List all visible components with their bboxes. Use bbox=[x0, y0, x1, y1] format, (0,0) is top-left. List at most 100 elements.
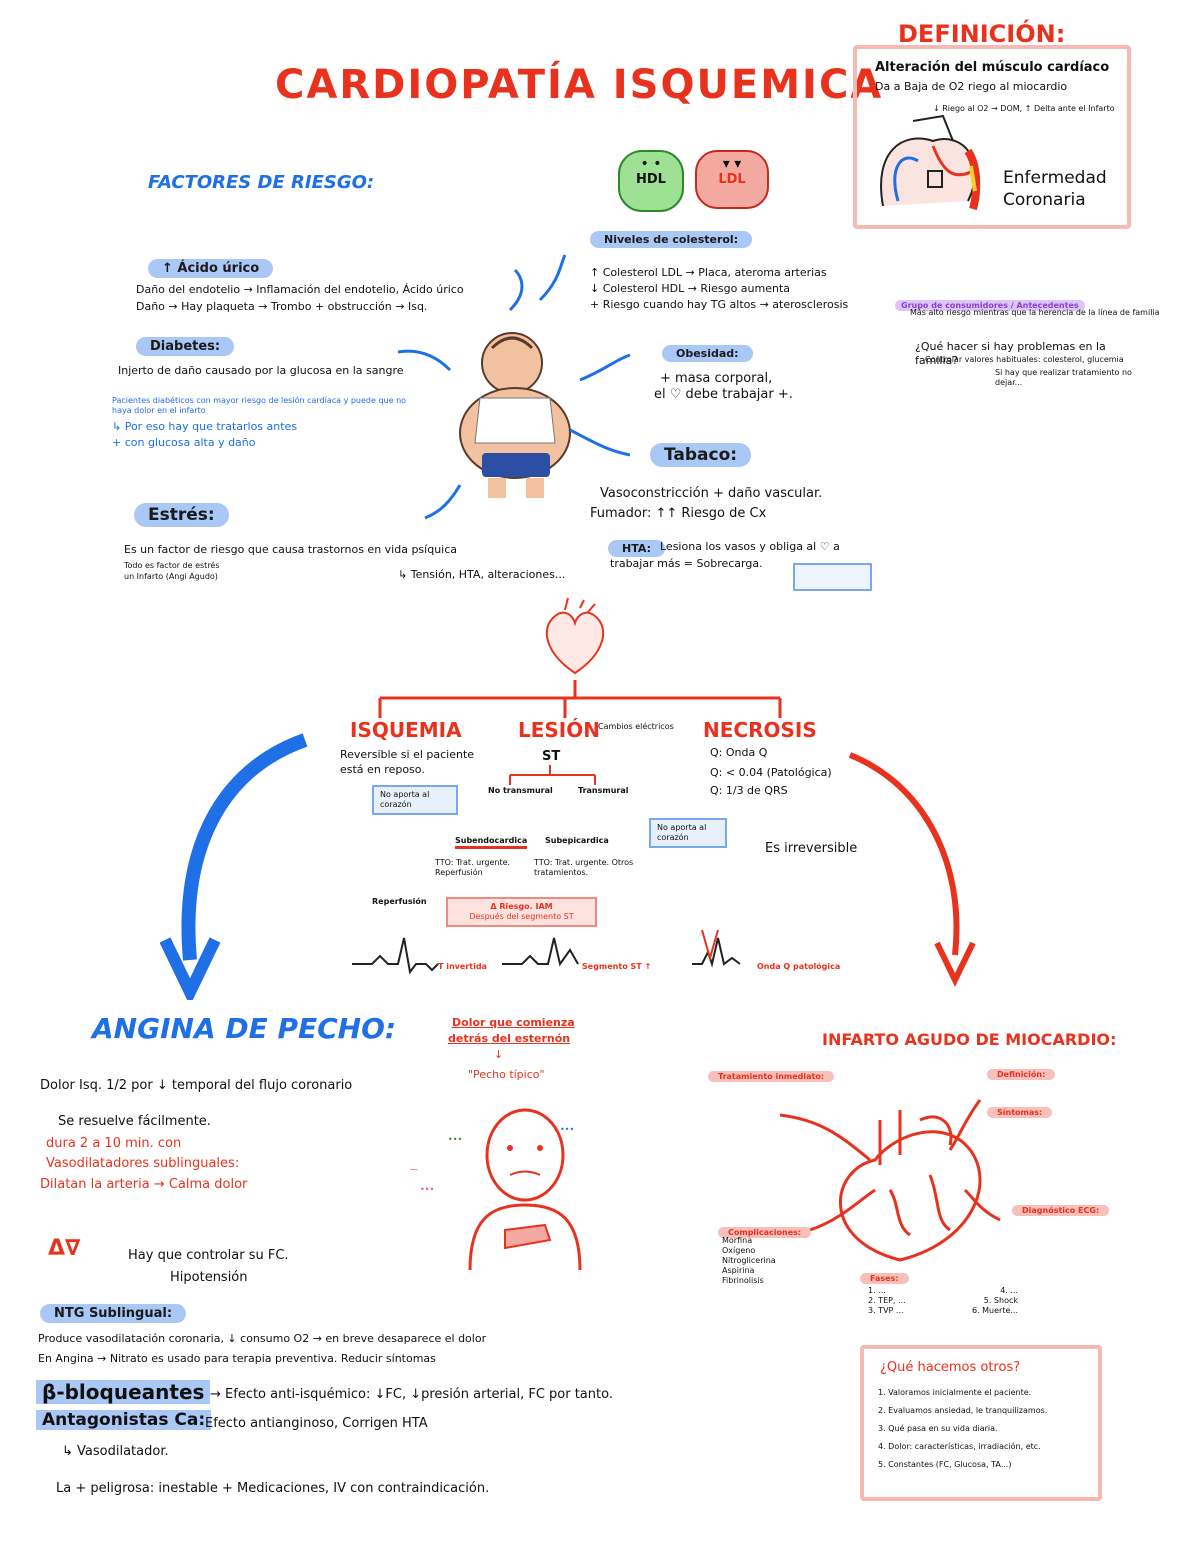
stage-tree-lines bbox=[378, 680, 782, 718]
hta-mini-box bbox=[793, 563, 872, 591]
tabaco-text-1: Vasoconstricción + daño vascular. bbox=[600, 486, 823, 501]
que-hacer-item-3: 3. Qué pasa en su vida diaria. bbox=[878, 1424, 998, 1433]
right-note-1: Más alto riesgo mientras que la herencia… bbox=[910, 308, 1160, 317]
diabetes-blue-3: ↳ Por eso hay que tratarlos antes bbox=[112, 420, 298, 433]
que-hacer-heading: ¿Qué hacemos otros? bbox=[880, 1360, 1021, 1375]
lesion-note: Cambios eléctricos bbox=[598, 722, 674, 731]
iam-pill-2: Definición: bbox=[987, 1069, 1056, 1080]
ecg-label-3: Onda Q patológica bbox=[757, 962, 841, 971]
necrosis-note: Es irreversible bbox=[765, 841, 858, 856]
que-hacer-item-1: 1. Valoramos inicialmente el paciente. bbox=[878, 1388, 1032, 1397]
tabaco-pill: Tabaco: bbox=[650, 443, 752, 467]
necrosis-text-3: Q: 1/3 de QRS bbox=[710, 784, 788, 797]
subendo-label: Subendocardica bbox=[455, 836, 528, 849]
necrosis-text-2: Q: < 0.04 (Patológica) bbox=[710, 766, 832, 779]
risk-heading: FACTORES DE RIESGO: bbox=[148, 172, 375, 193]
ntg-text-2: En Angina → Nitrato es usado para terapi… bbox=[38, 1352, 436, 1365]
subepi-label: Subepicardica bbox=[545, 836, 609, 845]
necrosis-text-1: Q: Onda Q bbox=[710, 746, 768, 759]
phase-2: 2. TEP, ... bbox=[868, 1296, 906, 1305]
diabetes-pill: Diabetes: bbox=[136, 337, 235, 356]
calcium-antagonists-text: Efecto antianginoso, Corrigen HTA bbox=[205, 1416, 428, 1431]
blue-curved-arrow bbox=[160, 733, 308, 1000]
que-hacer-item-2: 2. Evaluamos ansiedad, le tranquilizamos… bbox=[878, 1406, 1048, 1415]
label-pink-1: ••• bbox=[420, 1185, 435, 1194]
acido-urico-text-1: Daño del endotelio → Inflamación del end… bbox=[136, 283, 464, 296]
phase-3: 3. TVP ... bbox=[868, 1306, 904, 1315]
obesidad-text-2: el ♡ debe trabajar +. bbox=[654, 387, 793, 402]
isquemia-text-2: está en reposo. bbox=[340, 763, 425, 776]
isquemia-heading: ISQUEMIA bbox=[350, 718, 462, 742]
phase-6: 6. Muerte... bbox=[971, 1306, 1018, 1315]
center-top-2: detrás del esternón bbox=[448, 1032, 571, 1045]
obesidad-pill: Obesidad: bbox=[662, 345, 753, 362]
right-note-pill: Grupo de consumidores / Antecedentes bbox=[895, 300, 1085, 311]
iam-item-5: Fibrinolisis bbox=[722, 1276, 764, 1285]
iam-pill-1: Tratamiento inmediato: bbox=[708, 1071, 835, 1082]
angina-warning-1: Hay que controlar su FC. bbox=[128, 1248, 289, 1263]
angina-text-1: Dolor Isq. 1/2 por ↓ temporal del flujo … bbox=[40, 1078, 353, 1093]
angina-text-2: Se resuelve fácilmente. bbox=[58, 1114, 211, 1129]
page-title: CARDIOPATÍA ISQUEMICA bbox=[275, 62, 884, 108]
necrosis-heading: NECROSIS bbox=[703, 718, 817, 742]
coronary-label: Enfermedad Coronaria bbox=[1003, 168, 1107, 210]
angina-final-text: La + peligrosa: inestable + Medicaciones… bbox=[56, 1481, 490, 1496]
que-hacer-item-5: 5. Constantes (FC, Glucosa, TA...) bbox=[878, 1460, 1012, 1469]
obese-man-illustration bbox=[459, 332, 571, 498]
lesion-alert-text: Después del segmento ST bbox=[469, 912, 574, 921]
iam-heading: INFARTO AGUDO DE MIOCARDIO: bbox=[822, 1030, 1117, 1049]
ldl-label: LDL bbox=[718, 172, 746, 187]
definition-box: Alteración del músculo cardíaco Da a Baj… bbox=[853, 45, 1131, 229]
lesion-subtree bbox=[509, 765, 596, 785]
transmural-label: Transmural bbox=[578, 786, 629, 795]
ntg-pill: NTG Sublingual: bbox=[40, 1304, 187, 1323]
calcium-antagonists-label: Antagonistas Ca: bbox=[36, 1410, 212, 1430]
hta-pill: HTA: bbox=[608, 540, 665, 557]
isquemia-text-1: Reversible si el paciente bbox=[340, 748, 475, 761]
risk-arrows bbox=[397, 254, 631, 520]
iam-complication-list: Morfina Oxígeno Nitroglicerina Aspirina … bbox=[722, 1236, 776, 1286]
iam-item-3: Nitroglicerina bbox=[722, 1256, 776, 1265]
diabetes-blue-4: + con glucosa alta y daño bbox=[112, 436, 256, 449]
angina-heading: ANGINA DE PECHO: bbox=[92, 1012, 397, 1045]
acido-urico-text-2: Daño → Hay plaqueta → Trombo + obstrucci… bbox=[136, 300, 428, 313]
definition-text-1: Alteración del músculo cardíaco bbox=[875, 60, 1110, 75]
angina-text-4: Vasodilatadores sublinguales: bbox=[46, 1156, 240, 1171]
diabetes-blue-2: haya dolor en el infarto bbox=[112, 406, 206, 415]
necrosis-box: No aporta al corazón bbox=[649, 818, 727, 848]
warning-icon: Δ∇ bbox=[48, 1236, 81, 1261]
iam-item-4: Aspirina bbox=[722, 1266, 755, 1275]
phase-5: 5. Shock bbox=[983, 1296, 1018, 1305]
label-pain-left: — bbox=[410, 1165, 418, 1174]
ldl-character: ▾ ▾ LDL bbox=[695, 150, 769, 209]
iam-pill-5: Diagnóstico ECG: bbox=[1012, 1205, 1110, 1216]
right-note-4: Si hay que realizar tratamiento no dejar… bbox=[995, 368, 1132, 387]
iam-pill-6: Fases: bbox=[860, 1273, 909, 1284]
heart-artery-illustration bbox=[880, 114, 981, 211]
label-green-1: ••• bbox=[448, 1135, 463, 1144]
colesterol-text-3: + Riesgo cuando hay TG altos → ateroscle… bbox=[590, 298, 849, 311]
definition-text-2: Da a Baja de O2 riego al miocardio bbox=[875, 80, 1068, 93]
iam-item-2: Oxígeno bbox=[722, 1246, 756, 1255]
estres-text-2: Todo es factor de estrés bbox=[124, 561, 220, 570]
estres-text-4: ↳ Tensión, HTA, alteraciones... bbox=[398, 568, 566, 581]
st-label: ST bbox=[542, 749, 561, 764]
estres-text-1: Es un factor de riesgo que causa trastor… bbox=[124, 543, 458, 556]
lesion-alert-box: Δ Riesgo. IAM Después del segmento ST bbox=[446, 897, 597, 927]
acido-urico-pill: ↑ Ácido úrico bbox=[148, 259, 274, 278]
diabetes-blue-1: Pacientes diabéticos con mayor riesgo de… bbox=[112, 396, 407, 405]
phase-4: 4. ... bbox=[1000, 1286, 1018, 1295]
beta-blockers-text: → Efecto anti-isquémico: ↓FC, ↓presión a… bbox=[210, 1387, 613, 1402]
center-top-1: Dolor que comienza bbox=[452, 1016, 575, 1029]
angina-text-5: Dilatan la arteria → Calma dolor bbox=[40, 1177, 248, 1192]
lesion-alert-title: Δ Riesgo. IAM bbox=[490, 902, 553, 911]
hdl-label: HDL bbox=[636, 172, 666, 187]
beta-blockers-label: β-bloqueantes bbox=[36, 1380, 211, 1404]
label-blue-1: ••• bbox=[560, 1125, 575, 1134]
colesterol-text-1: ↑ Colesterol LDL → Placa, ateroma arteri… bbox=[590, 266, 827, 279]
tabaco-text-4: trabajar más = Sobrecarga. bbox=[610, 557, 763, 570]
iam-pill-4: Complicaciones: bbox=[718, 1227, 812, 1238]
isquemia-box: No aporta al corazón bbox=[372, 785, 458, 815]
colesterol-pill: Niveles de colesterol: bbox=[590, 231, 753, 248]
obesidad-text-1: + masa corporal, bbox=[660, 371, 773, 386]
